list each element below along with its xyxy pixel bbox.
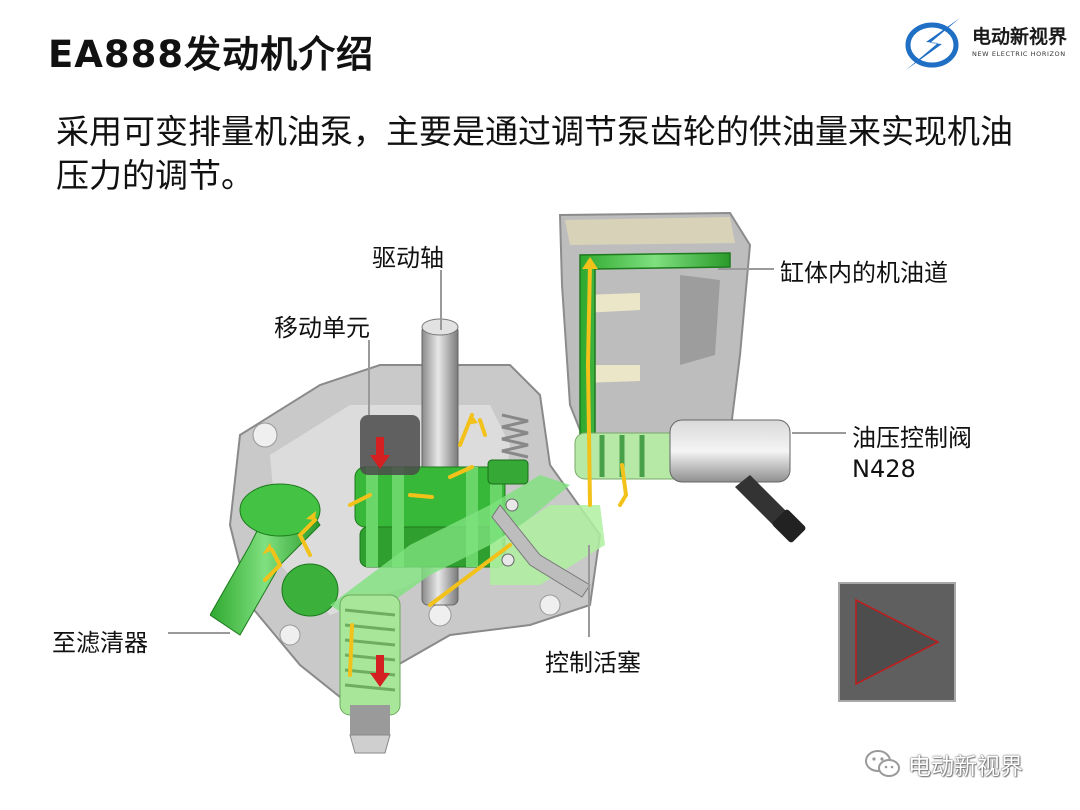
wechat-icon [865, 750, 900, 777]
oil-pressure-control-valve [574, 419, 806, 543]
slide-subtitle: 采用可变排量机油泵，主要是通过调节泵齿轮的供油量来实现机油压力的调节。 [56, 112, 1013, 195]
slide-title: EA888发动机介绍 [48, 33, 375, 76]
watermark-text: 电动新视界 [908, 754, 1023, 780]
leader-moving-unit [368, 340, 370, 415]
label-to-filter: 至滤清器 [52, 629, 148, 657]
label-moving-unit: 移动单元 [274, 314, 370, 342]
engine-block [558, 211, 752, 457]
play-icon [855, 598, 940, 686]
oil-flow-arrows [263, 263, 629, 677]
leader-drive-shaft [440, 270, 442, 330]
play-button[interactable] [838, 582, 956, 702]
pump-oil-channel [330, 475, 570, 625]
label-oil-pressure-valve: 油压控制阀 [852, 424, 972, 452]
watermark: 电动新视界 [864, 744, 1023, 784]
lower-spring-cylinder [339, 594, 401, 754]
logo-name-en: NEW ELECTRIC HORIZON [972, 50, 1066, 58]
brand-logo: 电动新视界 NEW ELECTRIC HORIZON [898, 12, 1068, 74]
label-oil-gallery: 缸体内的机油道 [780, 259, 948, 287]
regulating-spring [501, 413, 529, 459]
moving-unit-block [360, 415, 420, 475]
oil-pump-cutaway-illustration [210, 211, 806, 754]
leader-oil-pressure-valve [792, 432, 846, 434]
label-valve-code: N428 [852, 455, 916, 483]
flow-arrowheads [262, 257, 598, 555]
control-piston [487, 459, 591, 598]
logo-name-cn: 电动新视界 [972, 26, 1068, 48]
leader-to-filter [168, 632, 230, 634]
leader-control-piston [588, 545, 590, 637]
lightning-globe-icon [905, 18, 960, 70]
pressure-direction-arrows [370, 437, 390, 687]
leader-oil-gallery [718, 268, 774, 270]
label-drive-shaft: 驱动轴 [372, 244, 444, 272]
label-control-piston: 控制活塞 [545, 649, 641, 677]
